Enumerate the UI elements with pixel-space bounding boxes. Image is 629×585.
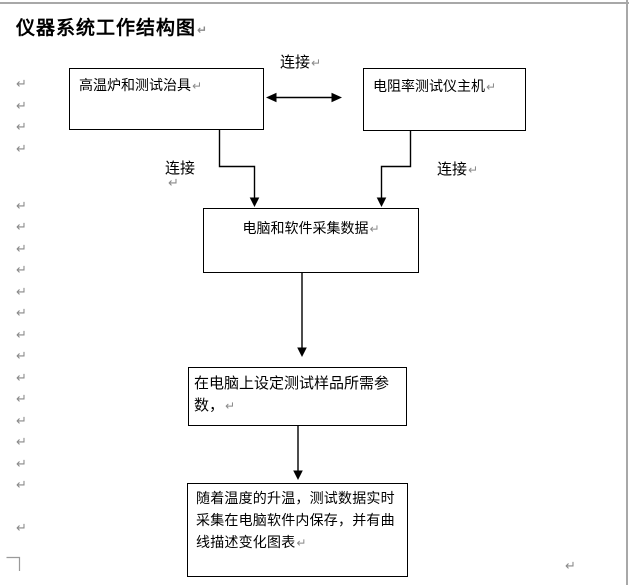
paragraph-mark: ↵	[16, 349, 27, 364]
connect-label-left-text: 连接	[165, 159, 196, 177]
paragraph-mark: ↵	[16, 99, 27, 114]
paragraph-mark: ↵	[296, 536, 307, 550]
connect-label-top[interactable]: 连接↵	[280, 51, 321, 72]
paragraph-mark: ↵	[225, 399, 236, 413]
box-record-line1: 随着温度的升温，测试数据实时	[196, 491, 395, 507]
paragraph-mark: ↵	[16, 371, 27, 386]
computer-to-params-arrow[interactable]	[297, 263, 307, 358]
connect-label-right-text: 连接	[437, 160, 468, 178]
flowchart-box-data-recording[interactable]: 随着温度的升温，测试数据实时 采集在电脑软件内保存，并有曲 线描述变化图表↵	[187, 483, 408, 577]
box-record-line3-text: 线描述变化图表	[196, 535, 296, 551]
connect-label-left[interactable]: 连接	[165, 157, 195, 178]
page-title[interactable]: 仪器系统工作结构图↵	[16, 13, 208, 40]
paragraph-mark: ↵	[16, 242, 27, 257]
paragraph-mark: ↵	[16, 435, 27, 450]
box-furnace-label: 高温炉和测试治具	[79, 78, 191, 94]
paragraph-mark: ↵	[369, 222, 380, 236]
left-elbow-arrow[interactable]	[218, 123, 260, 208]
double-arrow-connector[interactable]	[266, 92, 342, 103]
paragraph-mark: ↵	[16, 77, 27, 92]
paragraph-mark: ↵	[16, 263, 27, 278]
params-to-record-arrow[interactable]	[293, 422, 303, 481]
page-title-text: 仪器系统工作结构图	[16, 17, 197, 39]
box-params-line2-text: 数，	[194, 396, 225, 414]
paragraph-mark: ↵	[565, 559, 576, 574]
right-elbow-arrow[interactable]	[376, 123, 412, 208]
paragraph-mark: ↵	[16, 142, 27, 157]
paragraph-mark: ↵	[16, 414, 27, 429]
connect-label-right[interactable]: 连接↵	[437, 158, 478, 179]
paragraph-mark: ↵	[468, 163, 479, 177]
paragraph-mark: ↵	[16, 478, 27, 493]
paragraph-mark: ↵	[192, 79, 203, 93]
box-record-line3: 线描述变化图表↵	[196, 532, 407, 554]
paragraph-mark: ↵	[16, 457, 27, 472]
paragraph-mark: ↵	[16, 392, 27, 407]
flowchart-box-furnace[interactable]: 高温炉和测试治具↵	[69, 68, 264, 130]
paragraph-mark: ↵	[486, 80, 497, 94]
paragraph-mark: ↵	[311, 56, 322, 70]
box-params-line1: 在电脑上设定测试样品所需参	[194, 374, 390, 392]
text-boundary-corner-mark	[6, 556, 21, 571]
paragraph-mark: ↵	[197, 23, 209, 37]
page-right-edge-line	[626, 0, 628, 585]
box-host-label: 电阻率测试仪主机	[373, 79, 485, 95]
box-params-line2: 数，↵	[194, 394, 406, 417]
paragraph-mark: ↵	[16, 328, 27, 343]
box-record-line2: 采集在电脑软件内保存，并有曲	[196, 513, 395, 529]
flowchart-box-set-parameters[interactable]: 在电脑上设定测试样品所需参 数，↵	[188, 367, 407, 426]
connect-label-top-text: 连接	[280, 53, 311, 71]
paragraph-mark: ↵	[16, 220, 27, 235]
flowchart-box-tester-host[interactable]: 电阻率测试仪主机↵	[363, 68, 526, 131]
box-computer-label: 电脑和软件采集数据	[242, 221, 369, 237]
paragraph-mark: ↵	[16, 199, 27, 214]
paragraph-mark: ↵	[16, 306, 27, 321]
paragraph-mark: ↵	[168, 176, 179, 191]
paragraph-mark: ↵	[16, 285, 27, 300]
paragraph-mark: ↵	[16, 120, 27, 135]
paragraph-mark: ↵	[16, 521, 27, 536]
page-top-edge-line	[0, 2, 629, 4]
flowchart-box-computer-software[interactable]: 电脑和软件采集数据↵	[203, 208, 419, 273]
